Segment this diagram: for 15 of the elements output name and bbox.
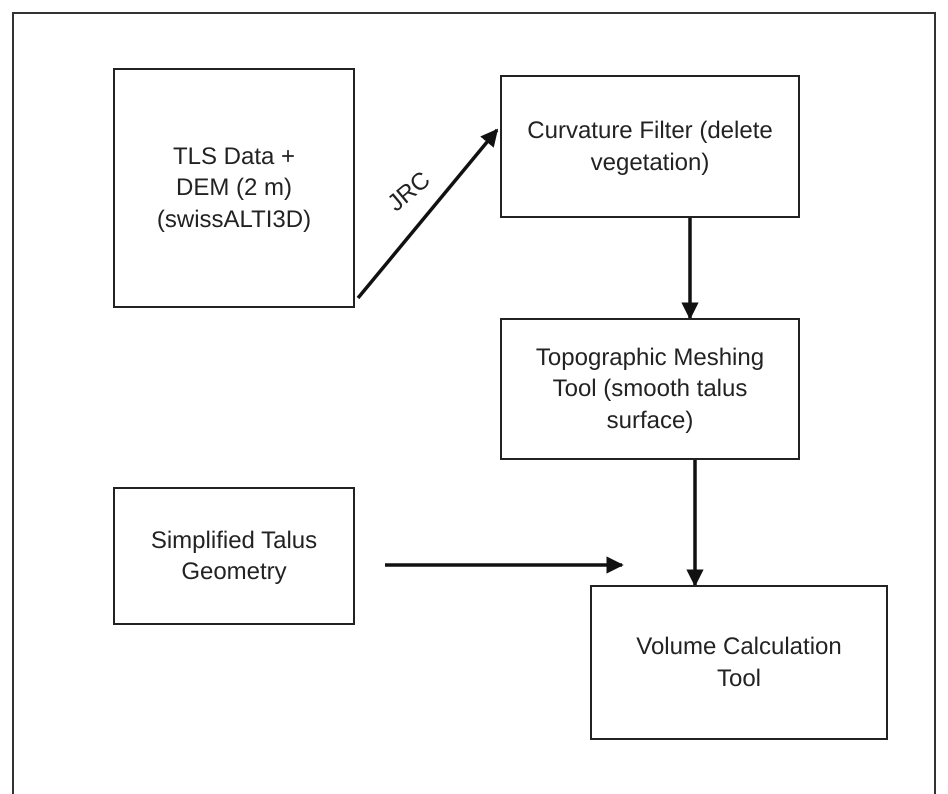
box-label: Simplified Talus Geometry <box>150 526 318 587</box>
arrow <box>385 556 624 574</box>
arrow <box>686 460 704 587</box>
arrow <box>681 218 699 320</box>
process-box <box>113 487 355 625</box>
process-box <box>590 585 888 740</box>
process-box <box>113 68 355 308</box>
box-label: Topographic Meshing Tool (smooth talus surface) <box>534 343 766 436</box>
edge-label: JRC <box>382 166 436 218</box>
arrow <box>356 128 498 300</box>
process-box <box>500 318 800 460</box>
box-label: Curvature Filter (delete vegetation) <box>526 116 774 178</box>
box-label: Volume Calculation Tool <box>635 632 843 694</box>
box-label: TLS Data + DEM (2 m) (swissALTI3D) <box>156 142 312 235</box>
process-box <box>500 75 800 218</box>
